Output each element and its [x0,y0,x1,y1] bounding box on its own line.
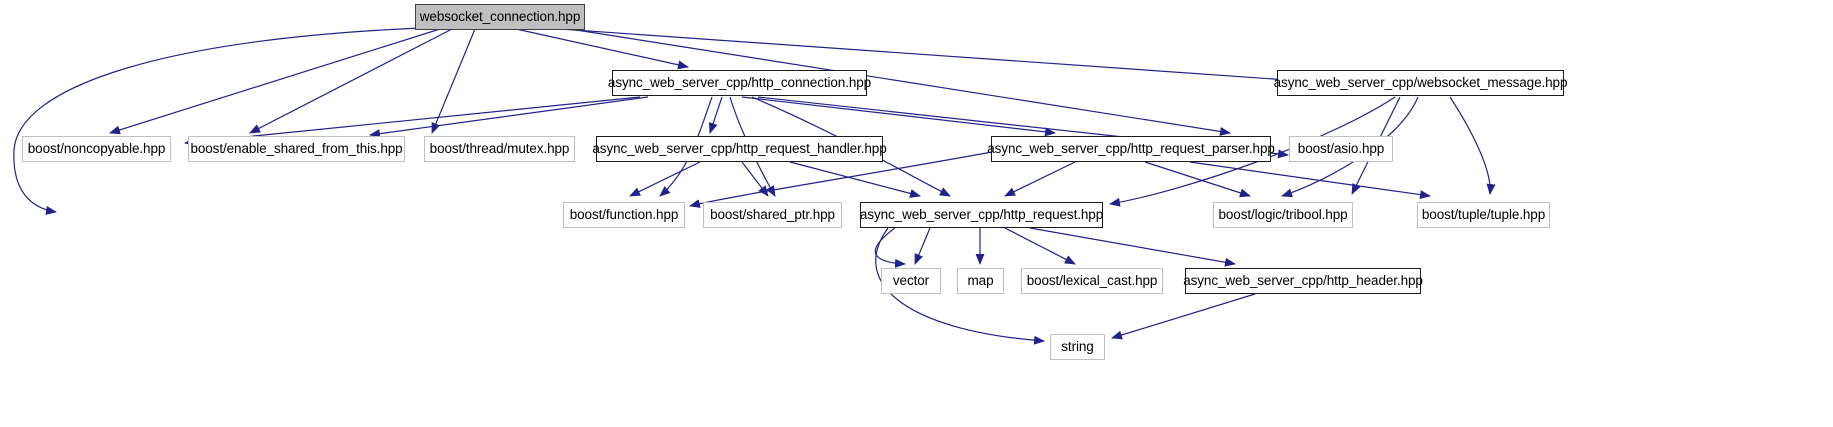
graph-edge [1111,293,1256,340]
graph-node[interactable]: map [957,268,1004,294]
graph-node-label: boost/enable_shared_from_this.hpp [190,141,403,157]
graph-edge [249,28,453,134]
graph-edge [1189,161,1431,200]
graph-node-label: vector [892,273,930,289]
graph-node[interactable]: async_web_server_cpp/http_connection.hpp [608,70,871,96]
graph-edge [1004,161,1076,197]
graph-edge [741,96,1056,137]
graph-edge [874,227,906,268]
graph-node-label: boost/lexical_cast.hpp [1026,273,1158,289]
graph-node[interactable]: async_web_server_cpp/http_header.hpp [1183,268,1423,294]
graph-edge [13,27,421,215]
graph-edge [184,96,641,147]
graph-node-label: map [967,273,994,289]
graph-node-label: boost/function.hpp [569,207,679,223]
graph-edge [741,161,769,197]
graph-node-label: boost/logic/tribool.hpp [1218,207,1348,223]
graph-edge [515,28,689,70]
graph-node-label: async_web_server_cpp/http_connection.hpp [607,75,872,91]
graph-node-label: boost/shared_ptr.hpp [710,207,835,223]
graph-edge [369,96,649,139]
graph-edge [1144,161,1251,198]
graph-edge [875,227,1045,345]
graph-edge [708,96,723,134]
graph-node-label: async_web_server_cpp/http_header.hpp [1183,273,1423,289]
graph-node[interactable]: boost/shared_ptr.hpp [703,202,842,228]
graph-node-label: boost/asio.hpp [1297,141,1385,157]
graph-node-label: boost/thread/mutex.hpp [429,141,570,157]
graph-edge [569,28,1231,136]
graph-node-label: string [1061,339,1094,355]
graph-node[interactable]: websocket_connection.hpp [415,4,585,30]
graph-node[interactable]: boost/tuple/tuple.hpp [1417,202,1550,228]
graph-node-label: async_web_server_cpp/http_request.hpp [859,207,1104,223]
graph-edge [109,28,441,135]
graph-node[interactable]: string [1050,334,1105,360]
graph-node[interactable]: boost/logic/tribool.hpp [1213,202,1353,228]
graph-node-label: async_web_server_cpp/http_request_handle… [592,141,887,157]
graph-edge [914,227,931,265]
graph-edge [629,161,701,197]
graph-edge [559,28,1289,84]
graph-node[interactable]: async_web_server_cpp/http_request.hpp [860,202,1103,228]
graph-node[interactable]: boost/thread/mutex.hpp [424,136,575,162]
graph-edge [1004,227,1076,265]
graph-edge [431,28,476,134]
graph-node[interactable]: boost/lexical_cast.hpp [1021,268,1163,294]
graph-node[interactable]: boost/asio.hpp [1289,136,1393,162]
graph-edge [689,151,993,208]
graph-edge [789,161,921,198]
graph-node[interactable]: boost/enable_shared_from_this.hpp [188,136,405,162]
graph-node-label: async_web_server_cpp/http_request_parser… [987,141,1275,157]
graph-node-label: boost/noncopyable.hpp [27,141,166,157]
graph-node[interactable]: async_web_server_cpp/websocket_message.h… [1274,70,1567,96]
graph-node[interactable]: boost/function.hpp [563,202,685,228]
graph-node[interactable]: async_web_server_cpp/http_request_handle… [592,136,887,162]
graph-node[interactable]: async_web_server_cpp/http_request_parser… [987,136,1275,162]
graph-node[interactable]: vector [881,268,941,294]
graph-node-label: async_web_server_cpp/websocket_message.h… [1273,75,1568,91]
graph-node[interactable]: boost/noncopyable.hpp [22,136,171,162]
graph-edge [1449,96,1496,195]
graph-node-label: boost/tuple/tuple.hpp [1421,207,1546,223]
graph-node-label: websocket_connection.hpp [419,9,581,25]
graph-edge [1029,227,1236,267]
